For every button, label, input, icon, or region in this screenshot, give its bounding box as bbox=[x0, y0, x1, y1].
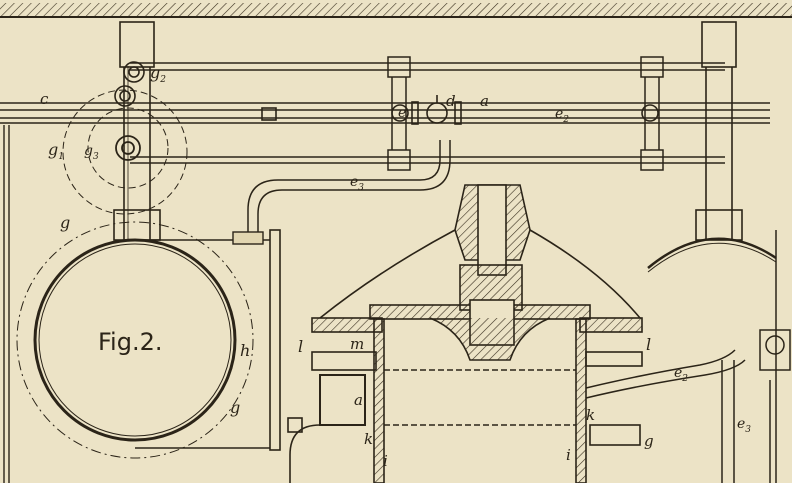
label-e2-top: e2 bbox=[555, 106, 569, 125]
right-hanger bbox=[647, 21, 777, 273]
label-i-left: i bbox=[383, 452, 388, 470]
figure-title: Fig.2. bbox=[98, 328, 163, 356]
label-g2: g2 bbox=[150, 63, 166, 85]
label-g-bracket: g bbox=[644, 432, 654, 450]
pulley-g2 bbox=[123, 61, 145, 83]
middle-bracket bbox=[387, 56, 664, 171]
left-edge-sketch bbox=[3, 125, 10, 483]
label-e3-top: e3 bbox=[350, 174, 364, 193]
label-g1: g1 bbox=[48, 140, 64, 162]
right-pipe-e2 bbox=[585, 230, 791, 483]
label-c: c bbox=[40, 90, 49, 108]
label-d: d bbox=[446, 92, 456, 110]
label-h: h bbox=[240, 341, 250, 360]
label-k-left: k bbox=[364, 430, 373, 448]
dashed-circles bbox=[62, 89, 188, 215]
label-i-right: i bbox=[566, 446, 571, 464]
label-e3-right: e3 bbox=[737, 416, 751, 435]
cylinder-fig2 bbox=[16, 140, 451, 459]
upper-rods bbox=[0, 62, 770, 164]
label-e2-right: e2 bbox=[674, 365, 688, 384]
label-l-right: l bbox=[646, 335, 651, 354]
ceiling-beam bbox=[0, 3, 792, 18]
valve-d bbox=[261, 95, 659, 125]
label-l-left: l bbox=[298, 337, 303, 356]
label-g-dashed: g bbox=[60, 213, 70, 232]
label-a-block: a bbox=[354, 391, 363, 409]
label-k-right: k bbox=[586, 406, 595, 424]
label-g3: g3 bbox=[84, 143, 99, 162]
pulley-g3 bbox=[115, 135, 141, 161]
label-e-valve: e bbox=[398, 105, 406, 121]
label-m: m bbox=[350, 335, 364, 353]
label-g-lower: g bbox=[230, 398, 240, 417]
pulley-c bbox=[114, 85, 136, 107]
engine-section bbox=[287, 184, 643, 483]
label-a-pipe: a bbox=[480, 92, 489, 110]
